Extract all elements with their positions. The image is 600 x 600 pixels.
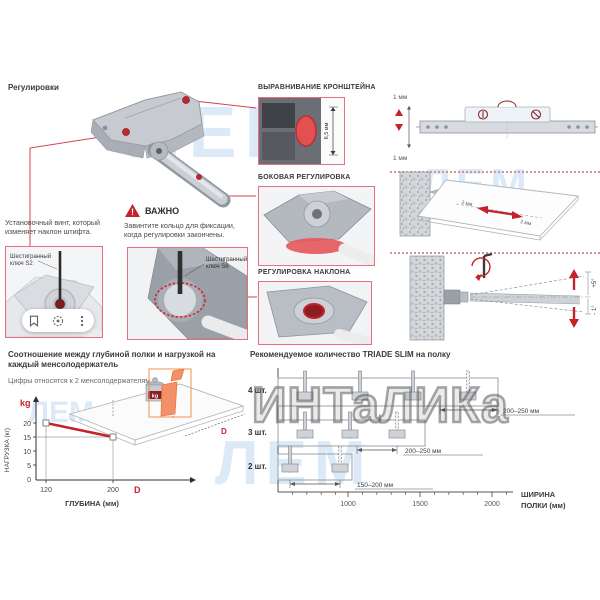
width-axis-label-1: ШИРИНА — [521, 490, 556, 499]
red-glow-icon — [286, 238, 346, 254]
red-set-screw-icon — [122, 128, 130, 136]
row-2-spacing: 150–200 мм — [357, 482, 394, 489]
side-adjust-heading: БОКОВАЯ РЕГУЛИРОВКА — [258, 174, 351, 181]
red-dashed-ring-icon — [154, 282, 206, 318]
svg-text:ключ S6: ключ S6 — [206, 264, 229, 270]
svg-text:!: ! — [131, 207, 134, 217]
set-screw-note: Установочный винт, который изменяет накл… — [5, 218, 101, 237]
alignment-heading: ВЫРАВНИВАНИЕ КРОНШТЕЙНА — [258, 84, 376, 91]
red-down-arrow-icon — [569, 319, 579, 328]
hex-key-s6-label: Шестигранный — [206, 256, 247, 263]
photo-side-adjust — [258, 186, 375, 266]
red-up-triangle-icon — [395, 109, 403, 116]
depth-letter-shelf: D — [221, 427, 227, 436]
photo-lock-ring: Шестигранный ключ S6 — [127, 247, 248, 340]
row-3-label: 3 шт. — [248, 428, 267, 437]
tilt-down-dashed-line — [469, 298, 585, 313]
red-down-triangle-icon — [395, 124, 403, 131]
width-axis-label-2: ПОЛКИ (мм) — [521, 501, 566, 510]
row-2-label: 2 шт. — [248, 462, 267, 471]
image-actions-toolbar[interactable] — [22, 309, 94, 332]
load-section-title: Соотношение между глубиной полки и нагру… — [8, 350, 216, 369]
red-screw-icon — [55, 299, 65, 309]
hex-key-s2-label: Шестигранный — [10, 253, 51, 260]
red-tilt-screw-icon — [303, 303, 325, 319]
shift-label-b: 2 мм — [520, 219, 533, 227]
dotted-separator-1 — [390, 171, 600, 173]
data-point-120-20 — [42, 419, 50, 427]
svg-text:20: 20 — [23, 421, 31, 428]
row-4-label: 4 шт. — [248, 386, 267, 395]
photo-alignment-slot: 6,5 мм — [258, 97, 345, 165]
red-shift-arrow — [483, 208, 517, 217]
red-slot-icon — [295, 115, 317, 147]
no-entry-icon — [530, 109, 542, 120]
stamp-icon[interactable] — [51, 314, 65, 328]
red-pin-dot-icon — [196, 174, 202, 180]
quantity-diagram: 1000 1500 2000 ШИРИНА ПОЛКИ (мм) 4 шт. 2… — [248, 368, 575, 510]
svg-text:10: 10 — [23, 449, 31, 456]
red-up-arrow-icon — [569, 269, 579, 278]
pin — [469, 293, 581, 304]
row-3-spacing: 200–250 мм — [405, 448, 442, 455]
shelf-4 — [277, 377, 499, 407]
wall-block — [409, 255, 445, 341]
level-bubble-icon — [497, 100, 517, 108]
load-chart-ylabel: НАГРУЗКА (кг) — [4, 428, 11, 472]
data-point-200-15 — [109, 433, 117, 441]
photo-tilt-adjust-art — [259, 282, 371, 344]
important-title: ВАЖНО — [145, 205, 180, 216]
quantity-section-title: Рекомендуемое количество TRIADE SLIM на … — [250, 350, 451, 359]
svg-text:120: 120 — [40, 487, 52, 494]
red-cap-top-icon — [182, 96, 190, 104]
weight-kg-label: kg — [152, 394, 158, 400]
photo-alignment-art: 6,5 мм — [259, 98, 344, 164]
svg-text:2000: 2000 — [484, 501, 500, 508]
circled-one-icon — [477, 109, 489, 120]
svg-text:1500: 1500 — [412, 501, 428, 508]
shift-label-a: 2 мм — [461, 200, 474, 208]
red-rotate-arrow-icon — [471, 257, 491, 277]
tilt-diagram: +5° - 1° — [409, 252, 598, 341]
shelf-panel — [417, 179, 579, 237]
photo-tilt-adjust — [258, 281, 372, 345]
alignment-tolerance-diagram: 1 мм 1 мм — [393, 94, 598, 162]
important-header: ! ВАЖНО — [124, 203, 179, 218]
wall-block — [399, 171, 431, 237]
brand-i-logo-icon — [148, 368, 192, 418]
svg-text:0: 0 — [27, 477, 31, 484]
row-4-spacing: 200–250 мм — [503, 408, 540, 415]
pivot-block — [443, 289, 461, 305]
svg-text:200: 200 — [107, 487, 119, 494]
warning-triangle-icon: ! — [125, 204, 140, 217]
side-shift-diagram: 2 мм 2 мм — [399, 171, 579, 241]
svg-text:ключ S2: ключ S2 — [10, 261, 33, 267]
angle-up-label: +5° — [592, 278, 598, 288]
bracket-illustration — [90, 91, 231, 208]
load-line-series — [45, 421, 114, 439]
svg-text:5: 5 — [27, 463, 31, 470]
spirit-level — [464, 106, 551, 123]
load-chart-xlabel: ГЛУБИНА (мм) — [65, 499, 119, 508]
tolerance-up-label: 1 мм — [393, 94, 408, 101]
important-text: Завинтите кольцо для фиксации, когда рег… — [124, 221, 235, 240]
slot-dimension-label: 6,5 мм — [324, 122, 330, 139]
svg-text:15: 15 — [23, 435, 31, 442]
photo-lock-ring-art: Шестигранный ключ S6 — [128, 248, 247, 339]
svg-text:1000: 1000 — [340, 501, 356, 508]
dotted-separator-2 — [390, 252, 600, 254]
adjustments-heading: Регулировки — [8, 83, 59, 92]
shelf-2 — [277, 453, 353, 481]
kg-unit-label: kg — [20, 398, 31, 408]
load-chart: kg 20 15 10 5 0 120 200 D ГЛУБИНА (мм) Н… — [4, 396, 196, 508]
tolerance-down-label: 1 мм — [393, 155, 408, 162]
bookmark-icon[interactable] — [27, 314, 41, 328]
more-options-icon[interactable] — [75, 314, 89, 328]
depth-letter-axis: D — [134, 485, 141, 495]
tilt-adjust-heading: РЕГУЛИРОВКА НАКЛОНА — [258, 269, 351, 276]
photo-side-adjust-art — [259, 187, 374, 265]
load-section-subtitle: Цифры относятся к 2 менсолодержателям — [8, 376, 151, 385]
angle-down-label: - 1° — [592, 305, 598, 315]
tilt-up-dashed-line — [469, 275, 585, 296]
